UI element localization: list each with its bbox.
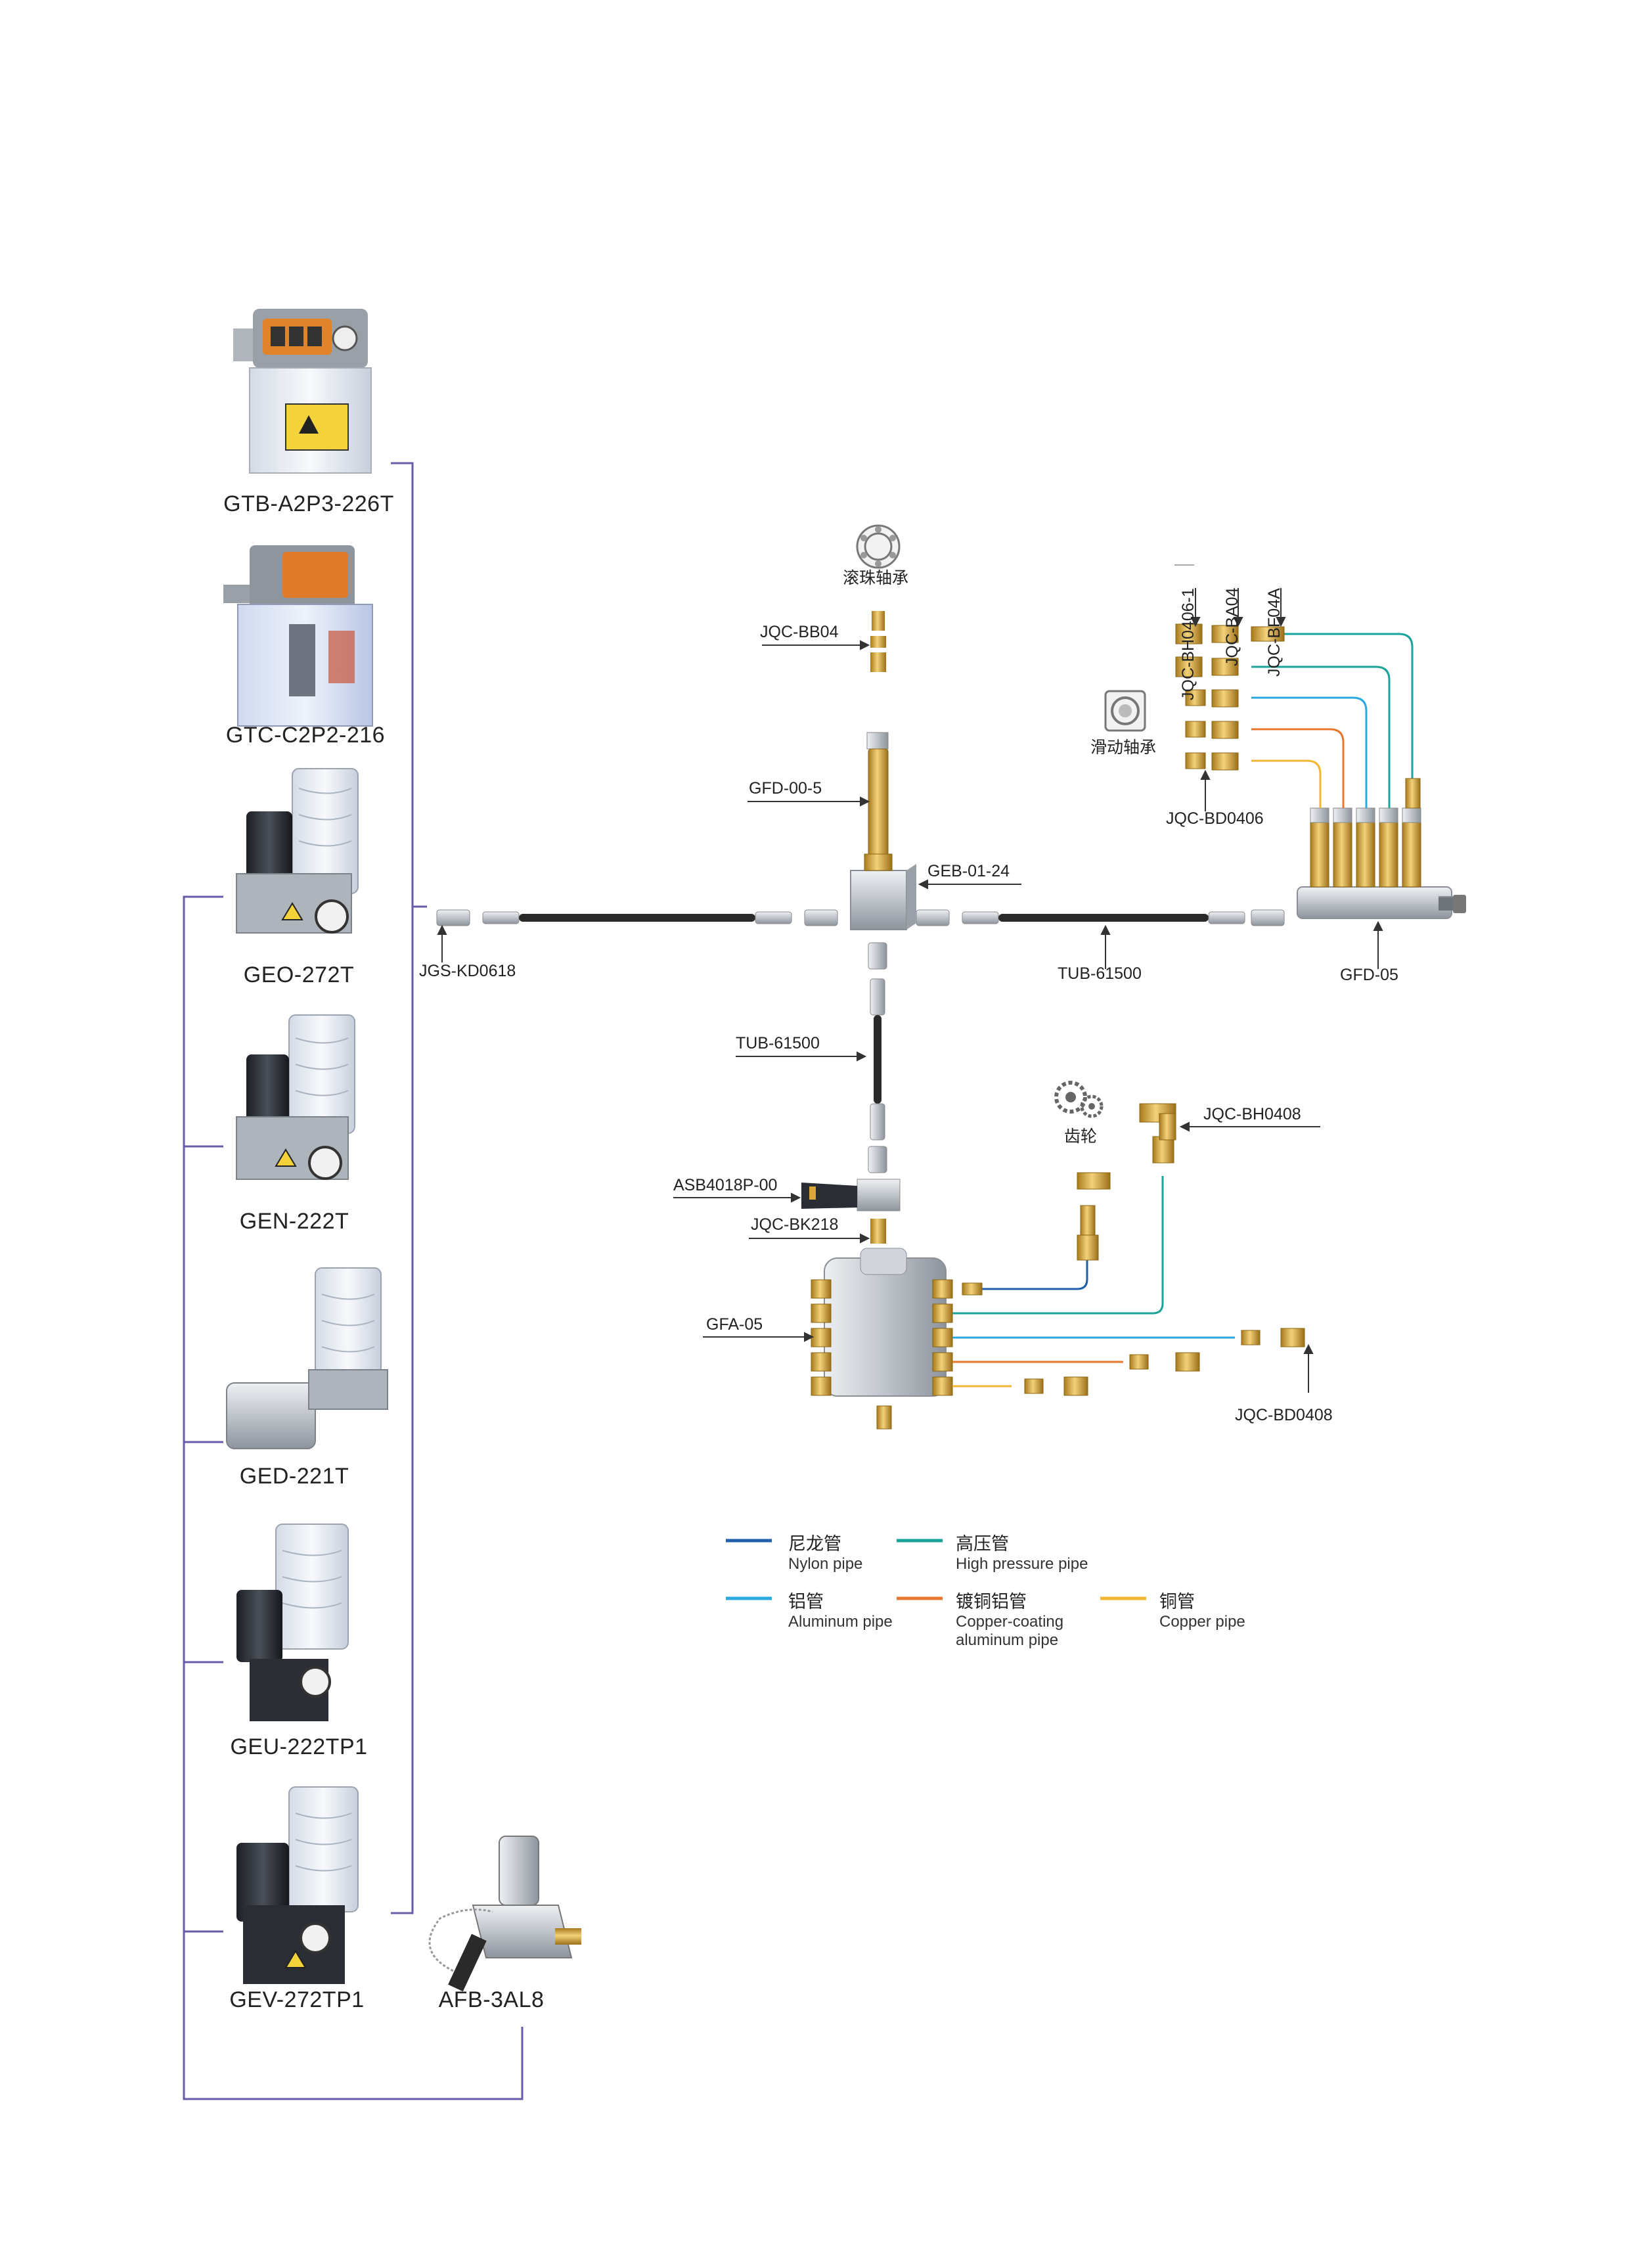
jqc-bh0408-elbow [1077,1103,1176,1190]
pump-label-gen: GEN-222T [239,1209,349,1234]
afb-label: AFB-3AL8 [438,1987,545,2012]
legend-item-nylon: 尼龙管 Nylon pipe [788,1529,862,1573]
legend-item-high-pressure: 高压管 High pressure pipe [956,1529,1088,1573]
sliding-bearing-icon [1104,690,1146,732]
legend-item-copper-coating: 镀铜铝管 Copper-coating aluminum pipe [956,1587,1063,1650]
gfd-05-pipes [1251,633,1414,808]
label-asb4018p-00: ASB4018P-00 [673,1176,778,1194]
label-jqc-ba04: JQC-BA04 [1223,587,1241,666]
pump-geo-image [236,768,359,934]
gfa-05-distributor [811,1248,953,1430]
legend-en-high-pressure: High pressure pipe [956,1555,1088,1573]
legend-cn-copper: 铜管 [1159,1592,1195,1612]
label-jqc-bb04: JQC-BB04 [760,623,839,641]
pump-label-geu: GEU-222TP1 [230,1734,368,1759]
gfa-end-fittings [962,1136,1305,1396]
legend-en-nylon: Nylon pipe [788,1555,863,1573]
gfd-05-manifold [1297,807,1466,919]
jqc-bk218-fitting [870,1219,886,1244]
legend-en-copper-coating-line2: aluminum pipe [956,1631,1059,1649]
geb-junction-block [850,864,916,930]
label-gfd-00-5: GFD-00-5 [749,779,822,798]
label-ball-bearing: 滚珠轴承 [843,569,909,587]
label-jqc-bd0406: JQC-BD0406 [1166,809,1264,828]
right-hose-assembly [916,909,1285,926]
legend-en-aluminum: Aluminum pipe [788,1613,893,1631]
vertical-hose-assembly [868,942,887,1173]
pump-geu-image [236,1524,349,1721]
pump-label-gtc: GTC-C2P2-216 [225,723,386,748]
legend-cn-nylon: 尼龙管 [788,1534,841,1554]
leader-lines [437,564,1383,1393]
pump-gev-image [236,1786,359,1984]
label-tub-61500-vertical: TUB-61500 [736,1034,820,1052]
gear-icon [1054,1081,1104,1118]
legend-en-copper-coating-line1: Copper-coating [956,1613,1064,1631]
legend-swatches [726,1539,1146,1600]
pump-label-ged: GED-221T [239,1464,349,1489]
label-jqc-bk218: JQC-BK218 [751,1215,839,1234]
label-jqc-bh0408: JQC-BH0408 [1203,1105,1301,1123]
gfd-00-5-meter [864,732,893,871]
gfd-05-fittings [1175,623,1421,809]
legend-cn-copper-coating: 镀铜铝管 [956,1592,1027,1612]
pump-label-gev: GEV-272TP1 [229,1987,365,2012]
pump-label-gtb: GTB-A2P3-226T [223,491,394,516]
pump-gtb-image [233,309,372,474]
left-hose-assembly [436,909,838,926]
label-gear: 齿轮 [1064,1127,1098,1146]
label-gfd-05: GFD-05 [1340,966,1398,984]
pump-label-geo: GEO-272T [243,962,355,987]
label-sliding-bearing: 滑动轴承 [1090,738,1157,757]
ball-bearing-icon [856,524,901,569]
pump-gen-image [236,1014,355,1180]
label-geb-01-24: GEB-01-24 [927,862,1010,880]
legend-item-copper: 铜管 Copper pipe [1159,1587,1245,1631]
afb-image [428,1836,581,1992]
label-jgs-kd0618: JGS-KD0618 [419,962,516,980]
label-jqc-bh0406-1: JQC-BH0406-1 [1179,588,1197,700]
legend-en-copper: Copper pipe [1159,1613,1245,1631]
pump-gtc-image [223,545,373,727]
legend-item-aluminum: 铝管 Aluminum pipe [788,1587,893,1631]
pump-ged-image [226,1267,388,1449]
gfa-pipes [952,1176,1235,1388]
legend-cn-high-pressure: 高压管 [956,1534,1009,1554]
jqc-bb04-fitting [870,611,886,672]
label-jqc-bd0408: JQC-BD0408 [1235,1406,1333,1424]
legend-cn-aluminum: 铝管 [788,1592,824,1612]
pump-bracket-lines [183,462,524,2100]
label-gfa-05: GFA-05 [706,1315,763,1334]
label-jqc-bf04a: JQC-BF04A [1265,588,1284,677]
asb-pressure-switch [801,1179,901,1211]
label-tub-61500-horizontal: TUB-61500 [1058,964,1142,983]
